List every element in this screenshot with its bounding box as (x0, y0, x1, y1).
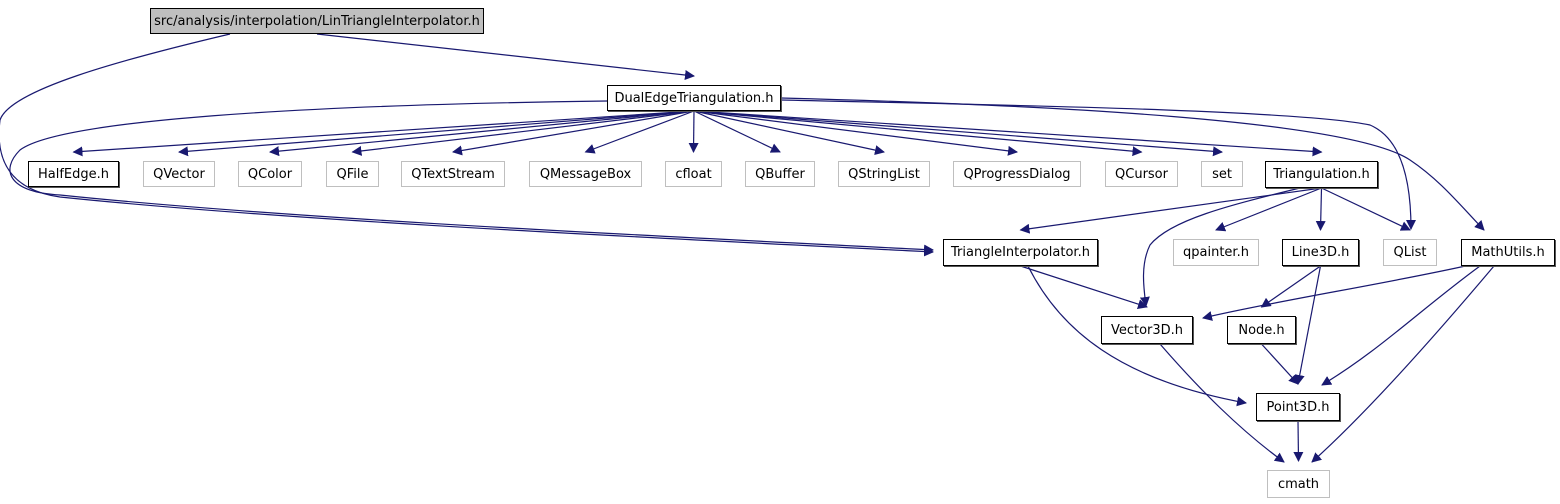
node-triangle-interpolator[interactable]: TriangleInterpolator.h (943, 239, 1098, 266)
node-qprogressdialog: QProgressDialog (953, 161, 1081, 187)
node-qstringlist: QStringList (838, 161, 930, 187)
edge-mathutils-to-point3d (1321, 265, 1481, 386)
edge-dual-to-qcolor (269, 110, 695, 157)
edge-triinterp-to-vector3d (1020, 265, 1148, 309)
node-qpainter: qpainter.h (1173, 239, 1259, 266)
node-qbuffer: QBuffer (745, 161, 815, 187)
edge-vector3d-to-cmath (1159, 343, 1285, 463)
edge-dual-to-qbuffer (693, 110, 781, 153)
node-vector3d[interactable]: Vector3D.h (1101, 316, 1193, 344)
node-qfile: QFile (326, 161, 379, 187)
node-cfloat: cfloat (665, 161, 722, 187)
edge-dual-to-qmessagebox (584, 110, 695, 154)
edge-mathutils-to-cmath (1311, 265, 1495, 463)
edge-dual-to-qtextstream (452, 110, 695, 156)
node-halfedge[interactable]: HalfEdge.h (28, 161, 119, 187)
edge-dual-to-cfloat (688, 110, 699, 153)
node-point3d[interactable]: Point3D.h (1256, 393, 1340, 421)
node-node[interactable]: Node.h (1227, 316, 1296, 344)
node-qcolor: QColor (238, 161, 302, 187)
edge-dual-to-triangulation (693, 110, 1323, 157)
edge-line3d-to-node (1260, 265, 1321, 308)
edge-root-to-triinterp (0, 33, 934, 257)
edge-dual-to-mathutils (780, 97, 1485, 231)
node-qtextstream: QTextStream (401, 161, 505, 187)
node-root: src/analysis/interpolation/LinTriangleIn… (150, 8, 484, 34)
edge-dual-to-qvector (178, 110, 695, 157)
edge-root-to-dual (316, 33, 695, 80)
edge-dual-to-qfile (351, 110, 695, 156)
edge-node-to-point3d (1261, 343, 1299, 385)
edge-dual-to-qprogressdialog (693, 110, 1018, 156)
edge-triangulation-to-line3d (1315, 187, 1326, 231)
node-cmath: cmath (1267, 470, 1330, 498)
node-qvector: QVector (143, 161, 215, 187)
edge-dual-to-triinterp (9, 100, 934, 255)
edge-dual-to-set (693, 110, 1223, 157)
node-qmessagebox: QMessageBox (529, 161, 642, 187)
edge-triangulation-to-qlist (1321, 187, 1411, 231)
edge-triangulation-to-qpainter (1215, 187, 1322, 232)
edge-mathutils-to-vector3d (1202, 264, 1471, 321)
edge-line3d-to-point3d (1294, 265, 1322, 385)
edge-triangulation-to-vector3d (1139, 187, 1301, 307)
node-line3d[interactable]: Line3D.h (1282, 239, 1359, 266)
edge-triinterp-to-point3d (1027, 265, 1247, 407)
node-qcursor: QCursor (1105, 161, 1178, 187)
edge-dual-to-halfedge (72, 110, 695, 157)
edge-point3d-to-cmath (1293, 420, 1304, 462)
node-triangulation[interactable]: Triangulation.h (1265, 161, 1378, 188)
edge-dual-to-qstringlist (693, 110, 885, 155)
edge-dual-to-qcursor (693, 110, 1143, 157)
node-mathutils[interactable]: MathUtils.h (1461, 239, 1555, 266)
node-dual[interactable]: DualEdgeTriangulation.h (607, 85, 781, 111)
node-qlist: QList (1383, 239, 1437, 266)
node-set: set (1201, 161, 1243, 187)
